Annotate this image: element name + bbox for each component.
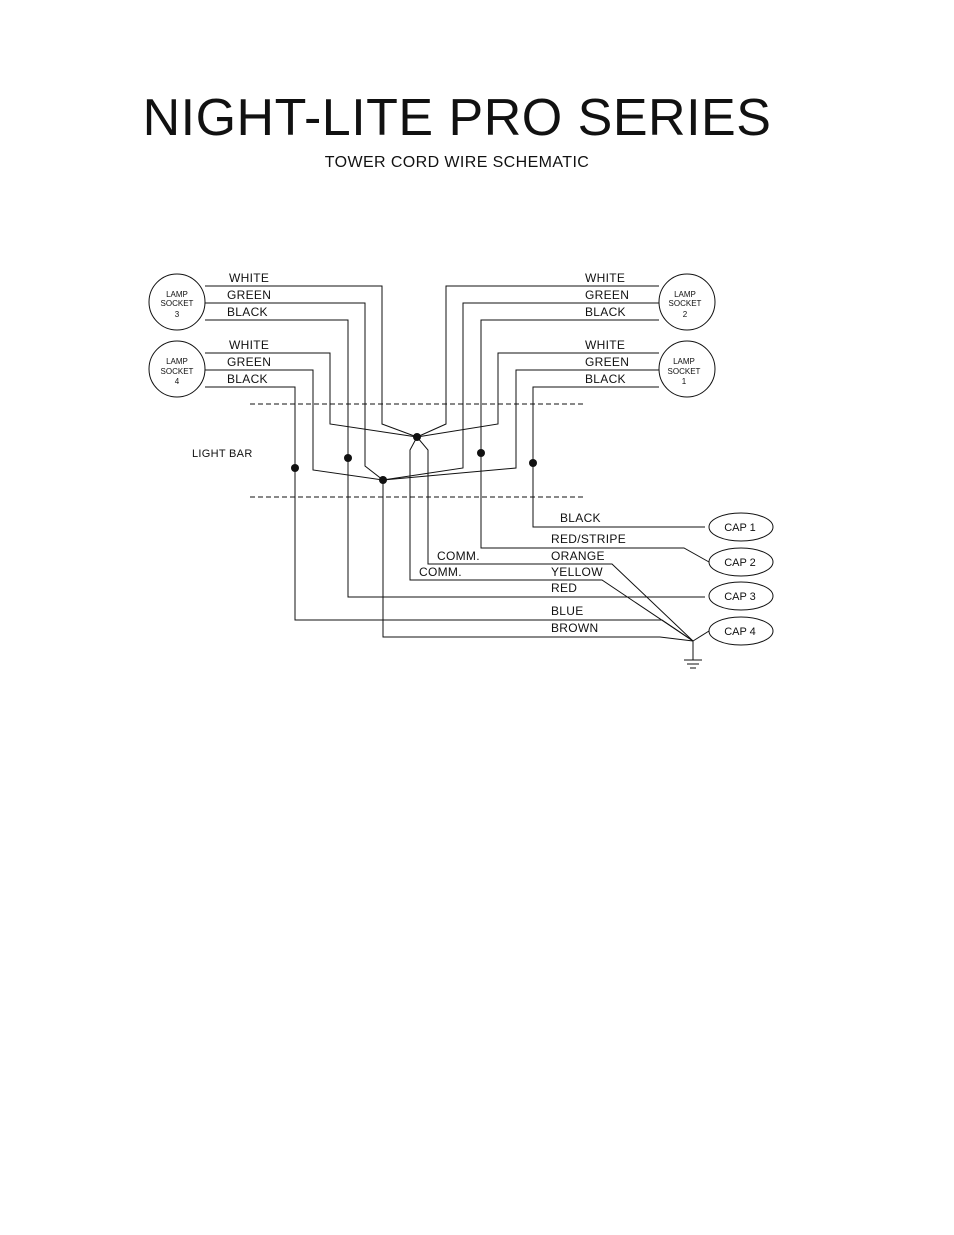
junction-dots: [291, 433, 537, 484]
wire-label-s2-black: BLACK: [585, 305, 626, 319]
socket-1-line-3: 1: [682, 377, 687, 386]
socket-4-line-2: SOCKET: [161, 367, 194, 376]
ground-icon: [684, 641, 702, 669]
junction-green: [379, 476, 387, 484]
socket-1-wiring: [382, 352, 705, 528]
lamp-socket-4: LAMP SOCKET 4: [148, 340, 206, 398]
cap-1-label: CAP 1: [724, 522, 756, 534]
junction-black-3: [344, 454, 352, 462]
socket-3-line-2: SOCKET: [161, 299, 194, 308]
comm-label-2: COMM.: [419, 565, 462, 579]
socket-2-wiring: [382, 285, 710, 563]
cord-label-yellow: YELLOW: [551, 565, 603, 579]
cord-label-orange: ORANGE: [551, 549, 605, 563]
cap-3-label: CAP 3: [724, 591, 756, 603]
cap-3: CAP 3: [708, 581, 774, 611]
cord-label-red-stripe: RED/STRIPE: [551, 532, 626, 546]
socket-3-line-3: 3: [175, 310, 180, 319]
wire-label-s4-green: GREEN: [227, 355, 271, 369]
cap-4: CAP 4: [708, 616, 774, 646]
cap-1: CAP 1: [708, 512, 774, 542]
wire-label-s3-green: GREEN: [227, 288, 271, 302]
socket-1-line-1: LAMP: [673, 357, 695, 366]
lamp-socket-1: LAMP SOCKET 1: [658, 340, 716, 398]
cap-2: CAP 2: [708, 547, 774, 577]
socket-2-line-1: LAMP: [674, 290, 696, 299]
junction-white: [413, 433, 421, 441]
cap-2-label: CAP 2: [724, 557, 756, 569]
junction-black-4: [291, 464, 299, 472]
common-wiring: [382, 436, 694, 642]
cap-4-label: CAP 4: [724, 626, 756, 638]
wire-label-s3-white: WHITE: [229, 271, 269, 285]
light-bar-boundary: LIGHT BAR: [192, 403, 584, 498]
cord-label-blue: BLUE: [551, 604, 584, 618]
cord-wire-labels: BLACK RED/STRIPE ORANGE YELLOW RED BLUE …: [551, 511, 626, 635]
lamp-wire-labels: WHITE GREEN BLACK WHITE GREEN BLACK WHIT…: [227, 271, 629, 386]
wire-label-s1-black: BLACK: [585, 372, 626, 386]
cord-label-black: BLACK: [560, 511, 601, 525]
socket-2-line-3: 2: [683, 310, 688, 319]
comm-label-1: COMM.: [437, 549, 480, 563]
socket-1-line-2: SOCKET: [668, 367, 701, 376]
page-subtitle: TOWER CORD WIRE SCHEMATIC: [324, 154, 590, 171]
socket-2-line-2: SOCKET: [669, 299, 702, 308]
wire-label-s1-green: GREEN: [585, 355, 629, 369]
cord-label-brown: BROWN: [551, 621, 599, 635]
wire-label-s4-white: WHITE: [229, 338, 269, 352]
wire-label-s1-white: WHITE: [585, 338, 625, 352]
socket-4-line-3: 4: [175, 377, 180, 386]
junction-black-1: [529, 459, 537, 467]
wire-label-s3-black: BLACK: [227, 305, 268, 319]
cord-label-red: RED: [551, 581, 577, 595]
wire-label-s4-black: BLACK: [227, 372, 268, 386]
page-title: NIGHT-LITE PRO SERIES: [142, 89, 772, 147]
wire-label-s2-green: GREEN: [585, 288, 629, 302]
wire-label-s2-white: WHITE: [585, 271, 625, 285]
socket-4-line-1: LAMP: [166, 357, 188, 366]
lamp-socket-2: LAMP SOCKET 2: [658, 273, 716, 331]
junction-black-2: [477, 449, 485, 457]
light-bar-label: LIGHT BAR: [192, 448, 253, 460]
socket-3-line-1: LAMP: [166, 290, 188, 299]
lamp-socket-3: LAMP SOCKET 3: [148, 273, 206, 331]
